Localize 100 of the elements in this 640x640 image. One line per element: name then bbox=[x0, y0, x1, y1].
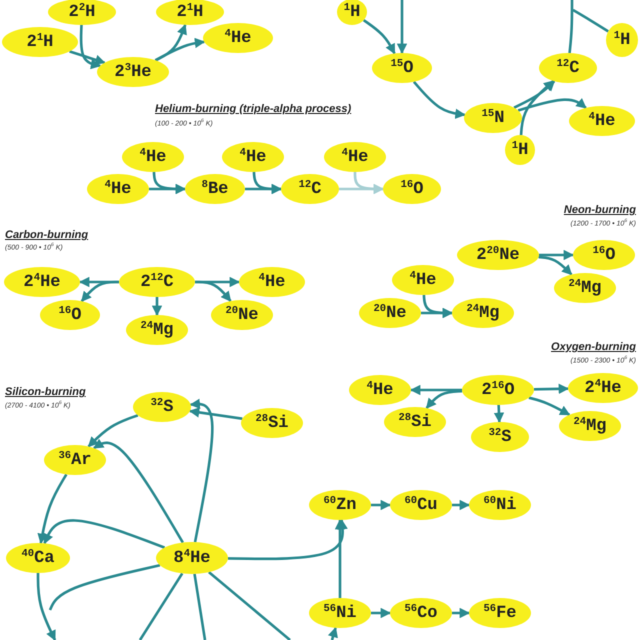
arrow bbox=[371, 608, 392, 618]
nuclide-ellipse bbox=[2, 27, 78, 57]
arrow bbox=[422, 294, 454, 318]
arrow bbox=[410, 384, 462, 396]
nuclide-ellipse bbox=[383, 174, 441, 204]
nuclide-label: $^{40}$Ca bbox=[21, 549, 55, 567]
arrow bbox=[36, 573, 56, 640]
nuclide-label: 2$^{1}$H bbox=[176, 3, 204, 21]
arrow bbox=[518, 98, 587, 112]
nuclide-label: $^{16}$O bbox=[592, 246, 616, 264]
nuclide-label: 2$^{1}$H bbox=[26, 33, 54, 51]
nuclide-label: $^{4}$He bbox=[104, 180, 132, 198]
nuclide-ellipse bbox=[156, 0, 224, 25]
nuclide-ellipse bbox=[539, 53, 597, 83]
nuclide-ellipse bbox=[359, 298, 421, 328]
nuclide-ellipse bbox=[97, 57, 169, 87]
nuclide-ellipse bbox=[573, 240, 635, 270]
nuclide-label: 8$^{4}$He bbox=[174, 549, 210, 567]
section-title: Neon-burning bbox=[564, 204, 636, 216]
nuclide-label: $^{12}$C bbox=[556, 59, 580, 77]
nuclide-ellipse bbox=[464, 103, 522, 133]
arrow bbox=[188, 407, 242, 420]
nuclide-label: 2$^{16}$O bbox=[481, 381, 515, 399]
nuclide-label: 2$^{3}$He bbox=[114, 63, 152, 81]
nuclide-label: $^{4}$He bbox=[224, 29, 252, 47]
nuclide-label: $^{15}$O bbox=[390, 59, 414, 77]
nuclide-label: $^{36}$Ar bbox=[58, 451, 92, 469]
nuclide-label: $^{4}$He bbox=[588, 112, 616, 130]
nuclide-label: 2$^{20}$Ne bbox=[476, 246, 520, 264]
nuclide-label: $^{1}$H bbox=[512, 141, 528, 159]
arrow bbox=[534, 384, 570, 394]
nuclide-label: $^{56}$Fe bbox=[483, 604, 517, 622]
nuclide-ellipse bbox=[44, 445, 106, 475]
nuclide-ellipse bbox=[471, 422, 529, 452]
nuclide-ellipse bbox=[505, 135, 535, 165]
nuclide-label: $^{8}$Be bbox=[202, 180, 228, 198]
nuclide-ellipse bbox=[462, 375, 534, 405]
arrow bbox=[494, 404, 504, 424]
nuclide-label: $^{15}$N bbox=[482, 109, 504, 127]
arrow bbox=[452, 500, 470, 510]
nuclide-ellipse bbox=[281, 174, 339, 204]
arrow bbox=[88, 414, 138, 448]
nuclide-label: $^{4}$He bbox=[258, 273, 286, 291]
nuclide-label: 2$^{2}$H bbox=[68, 3, 96, 21]
section-title: Carbon-burning bbox=[5, 229, 88, 241]
arrow bbox=[195, 276, 240, 288]
arrow bbox=[80, 24, 102, 70]
nuclide-label: $^{1}$H bbox=[344, 3, 360, 21]
nuclide-ellipse bbox=[156, 542, 228, 574]
arrow bbox=[37, 474, 68, 544]
nuclide-ellipse bbox=[559, 411, 621, 441]
arrow bbox=[69, 50, 106, 65]
nuclide-label: $^{24}$Mg bbox=[466, 304, 500, 322]
nuclide-label: $^{4}$He bbox=[240, 148, 266, 166]
nuclide-label: 2$^{12}$C bbox=[140, 273, 174, 291]
nuclide-label: $^{32}$S bbox=[150, 398, 174, 416]
nuclide-label: $^{28}$Si bbox=[255, 414, 289, 432]
arrow bbox=[190, 398, 214, 542]
nuclide-ellipse bbox=[133, 392, 191, 422]
nuclide-label: $^{4}$He bbox=[366, 381, 394, 399]
arrow bbox=[520, 80, 554, 136]
arrow bbox=[538, 256, 572, 276]
arrow bbox=[514, 80, 556, 109]
nuclide-label: $^{24}$Mg bbox=[573, 417, 607, 435]
arrow bbox=[362, 19, 396, 54]
arrow bbox=[354, 172, 384, 194]
nuclide-label: $^{24}$Mg bbox=[568, 279, 602, 297]
nuclide-label: $^{4}$He bbox=[140, 148, 166, 166]
arrow bbox=[80, 280, 119, 302]
nuclide-label: $^{16}$O bbox=[400, 180, 424, 198]
arrow bbox=[334, 518, 346, 598]
nuclide-ellipse bbox=[203, 23, 273, 53]
nuclide-label: $^{12}$C bbox=[298, 180, 322, 198]
nuclide-label: $^{4}$He bbox=[342, 148, 368, 166]
nuclide-label: $^{28}$Si bbox=[398, 413, 432, 431]
nuclide-label: $^{56}$Co bbox=[404, 604, 438, 622]
nuclide-label: $^{56}$Ni bbox=[323, 604, 357, 622]
arrow bbox=[328, 626, 338, 640]
section-title: Helium-burning (triple-alpha process) bbox=[155, 103, 352, 115]
nuclide-label: 2$^{4}$He bbox=[584, 379, 622, 397]
section-title: Silicon-burning bbox=[5, 386, 86, 398]
arrow bbox=[228, 518, 348, 560]
arrow bbox=[396, 0, 408, 54]
nuclide-label: $^{24}$Mg bbox=[140, 321, 174, 339]
arrow bbox=[426, 390, 462, 409]
arrow bbox=[528, 396, 570, 416]
arrow bbox=[93, 438, 184, 544]
nuclide-label: $^{60}$Ni bbox=[483, 496, 517, 514]
nuclide-ellipse bbox=[606, 23, 638, 57]
nuclide-ellipse bbox=[4, 267, 80, 297]
nuclide-label: $^{20}$Ne bbox=[373, 304, 407, 322]
arrow bbox=[452, 608, 470, 618]
arrow bbox=[154, 38, 206, 62]
arrow bbox=[371, 500, 392, 510]
nuclide-label: 2$^{4}$He bbox=[24, 273, 60, 291]
nuclide-label: $^{20}$Ne bbox=[225, 306, 259, 324]
arrow bbox=[43, 519, 166, 549]
arrow bbox=[152, 172, 186, 194]
arrow bbox=[252, 172, 282, 194]
nuclide-label: $^{1}$H bbox=[614, 31, 630, 49]
